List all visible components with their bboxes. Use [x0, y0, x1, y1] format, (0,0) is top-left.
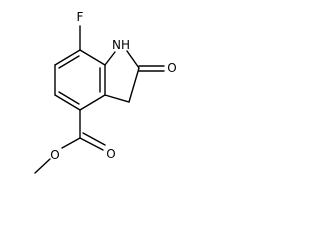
- lactam-ring: [104, 50, 140, 103]
- benzene-ring: [54, 49, 106, 111]
- lactam-carbonyl: [138, 65, 165, 72]
- bond-c6-c7: [54, 49, 81, 66]
- bond-c7-c7a: [79, 49, 106, 66]
- ester-ether-oxygen-label: O: [50, 148, 59, 162]
- bond-o-methyl: [34, 158, 51, 174]
- chemical-structure-diagram: F NH O O O: [34, 10, 177, 174]
- fluorine-atom-label: F: [77, 10, 84, 24]
- bond-c4-c5-inner: [58, 91, 80, 105]
- lactam-oxygen-label: O: [167, 61, 176, 75]
- nh-atom-label: NH: [112, 38, 130, 52]
- bond-c3-c3a: [104, 94, 130, 103]
- bond-ester-c-o-single: [61, 137, 81, 149]
- methyl-ester: [34, 109, 106, 174]
- bond-c7a-n1: [104, 51, 116, 66]
- bond-n1-c2: [126, 50, 140, 69]
- ester-carbonyl-oxygen-label: O: [106, 147, 115, 161]
- bond-c4-c5: [54, 94, 81, 111]
- bond-c3a-c4: [79, 94, 106, 111]
- bond-ester-c-o-double-2: [82, 132, 106, 146]
- bond-c2-c3: [128, 67, 140, 103]
- bond-c6-c7-inner: [58, 55, 80, 69]
- bond-ester-c-o-double-1: [79, 137, 104, 151]
